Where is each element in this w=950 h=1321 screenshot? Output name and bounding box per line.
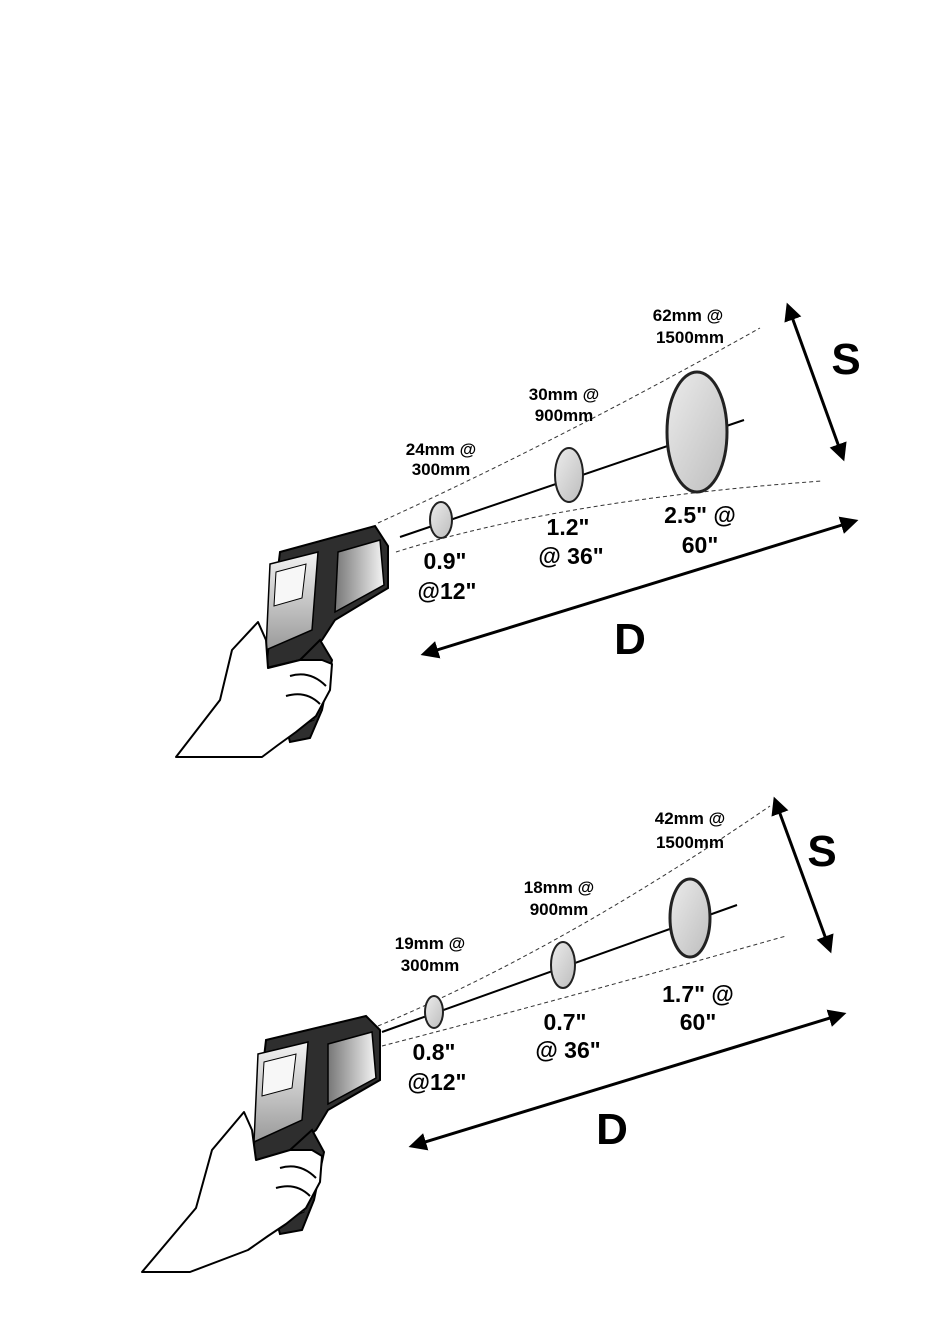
distance-label: D [614,615,646,664]
imperial-label-3a: 2.5" @ [664,502,736,528]
metric-label-1b: 300mm [412,460,471,479]
spot-2 [555,448,583,502]
imperial-label-1b: @12" [408,1069,467,1095]
imperial-label-2b: @ 36" [535,1037,600,1063]
imperial-label-1a: 0.8" [413,1039,456,1065]
diagram-bottom: 19mm @ 300mm 18mm @ 900mm 42mm @ 1500mm … [142,800,843,1272]
distance-label: D [596,1105,628,1154]
metric-label-2a: 30mm @ [529,385,599,404]
metric-label-1b: 300mm [401,956,460,975]
metric-label-3b: 1500mm [656,328,724,347]
metric-label-1a: 24mm @ [406,440,476,459]
metric-label-3a: 62mm @ [653,306,723,325]
spot-1 [425,996,443,1028]
imperial-label-3b: 60" [682,532,719,558]
spot-1 [430,502,452,538]
imperial-label-2a: 1.2" [547,514,590,540]
metric-label-1a: 19mm @ [395,934,465,953]
metric-label-3a: 42mm @ [655,809,725,828]
imperial-label-1a: 0.9" [424,548,467,574]
imperial-label-2a: 0.7" [544,1009,587,1035]
imperial-label-2b: @ 36" [538,543,603,569]
metric-label-2a: 18mm @ [524,878,594,897]
metric-label-3b: 1500mm [656,833,724,852]
metric-label-2b: 900mm [530,900,589,919]
imperial-label-3a: 1.7" @ [662,981,734,1007]
spot-2 [551,942,575,988]
diagram-top: 24mm @ 300mm 30mm @ 900mm 62mm @ 1500mm … [176,306,861,757]
imperial-label-3b: 60" [680,1009,717,1035]
spot-3 [667,372,727,492]
metric-label-2b: 900mm [535,406,594,425]
spot-size-label: S [831,335,860,384]
spot-size-label: S [807,827,836,876]
spot-3 [670,879,710,957]
imperial-label-1b: @12" [418,578,477,604]
